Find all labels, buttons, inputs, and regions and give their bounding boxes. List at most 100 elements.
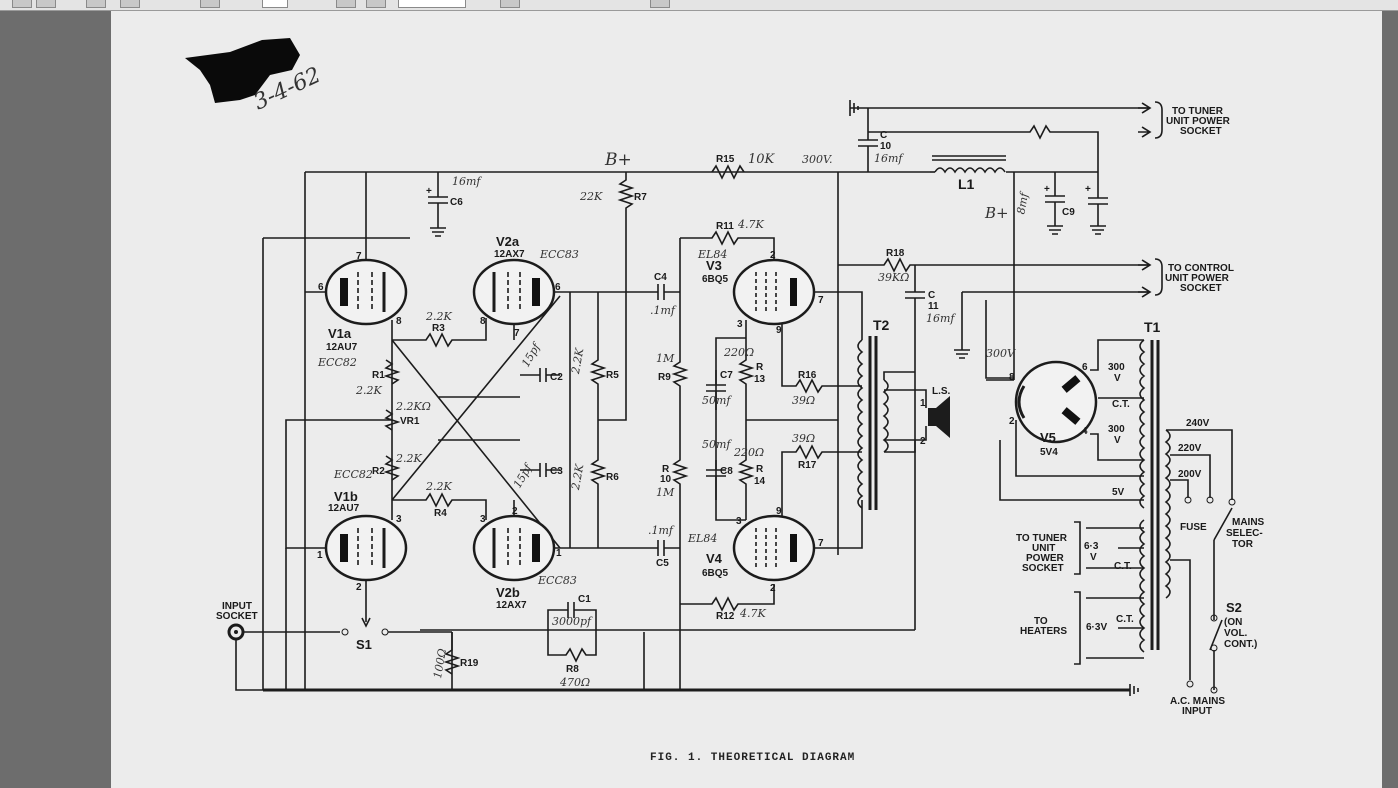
v300top-label: 300 — [1108, 362, 1125, 373]
pin-number: 4 — [1082, 426, 1088, 437]
c2-value: 15pf — [519, 340, 544, 370]
v2b-note: ECC83 — [537, 574, 577, 587]
r7-label: R7 — [634, 192, 647, 203]
v5v-label: 5V — [1112, 487, 1125, 498]
transformer-t1-secondary — [1139, 339, 1146, 653]
c9-plus: + — [1044, 184, 1050, 195]
r9-value: 1M — [656, 352, 675, 365]
r10-label: R — [662, 464, 670, 475]
transformer-t2-primary — [857, 339, 864, 509]
c10-number: 10 — [880, 141, 892, 152]
c8-value: 50mf — [702, 438, 732, 451]
toolbar-button[interactable] — [86, 0, 106, 8]
wire — [884, 389, 927, 441]
s2-note-2: VOL. — [1224, 628, 1248, 639]
toolbar-button[interactable] — [200, 0, 220, 8]
wire — [392, 318, 487, 348]
c5-label: C5 — [656, 558, 669, 569]
bplus2-label: B+ — [984, 204, 1009, 222]
ct2-label: C.T. — [1114, 561, 1132, 572]
s2-contact — [1210, 644, 1218, 652]
v300top-unit: V — [1114, 373, 1121, 384]
toolbar-button[interactable] — [120, 0, 140, 8]
wire — [954, 291, 1150, 359]
mains-input-label-2: INPUT — [1182, 706, 1212, 717]
wire — [849, 100, 1150, 116]
fuse-label: FUSE — [1180, 522, 1207, 533]
v1b-cathode — [340, 534, 348, 562]
mains-input-label: A.C. MAINS — [1170, 696, 1225, 707]
wire — [285, 419, 326, 549]
toolbar-button[interactable] — [36, 0, 56, 8]
pin-number: 2 — [770, 583, 776, 594]
wire — [1154, 101, 1163, 139]
t2-label: T2 — [873, 317, 890, 333]
switch-s1 — [361, 604, 371, 628]
tuner-power-label-2: UNIT POWER — [1166, 116, 1231, 127]
wire — [1086, 527, 1144, 659]
control-power-label-3: SOCKET — [1180, 283, 1222, 294]
r15-label: R15 — [716, 154, 735, 165]
c3-label: C3 — [550, 466, 563, 477]
tuner-power-label-3: SOCKET — [1180, 126, 1222, 137]
v1b-type: 12AU7 — [328, 503, 360, 514]
pin-number: 7 — [356, 251, 362, 262]
r4-label: R4 — [434, 508, 447, 519]
control-power-label: TO CONTROL — [1168, 263, 1234, 274]
r11-label: R11 — [716, 221, 734, 232]
toolbar-button[interactable] — [366, 0, 386, 8]
pin-number: 9 — [776, 325, 782, 336]
page-number-field[interactable] — [262, 0, 288, 8]
wire — [1170, 540, 1215, 690]
c9b-plus: + — [1085, 184, 1091, 195]
wire — [443, 632, 461, 675]
c6-value: 16mf — [452, 175, 482, 188]
right-gutter — [1382, 11, 1398, 788]
c1-value: 3000pf — [552, 615, 593, 628]
v200-label: 200V — [1178, 469, 1202, 480]
wire — [547, 602, 597, 663]
r2-value: 2.2K — [395, 452, 422, 465]
c7-label: C7 — [720, 370, 733, 381]
r13-label: R — [756, 362, 764, 373]
r10-value: 1M — [656, 486, 675, 499]
wire — [1088, 172, 1108, 235]
transformer-t1-core — [1150, 340, 1160, 650]
control-power-label-2: UNIT POWER — [1165, 273, 1230, 284]
inductor-l1 — [932, 155, 1006, 174]
toolbar-button[interactable] — [650, 0, 670, 8]
wire — [1154, 258, 1163, 296]
wire — [711, 164, 745, 180]
r4-value: 2.2K — [425, 480, 452, 493]
wire — [671, 238, 689, 604]
c8-label: C8 — [720, 466, 733, 477]
v3-plate — [790, 278, 797, 306]
c3-value: 15pf — [511, 461, 536, 491]
c6-plus: + — [426, 186, 432, 197]
v4-plate — [790, 534, 797, 562]
v1a-cathode — [340, 278, 348, 306]
toolbar-button[interactable] — [500, 0, 520, 8]
toolbar-button[interactable] — [336, 0, 356, 8]
s2-note-3: CONT.) — [1224, 639, 1257, 650]
wire — [520, 368, 560, 382]
wire — [706, 460, 726, 500]
wire — [715, 320, 838, 521]
v63a-unit: V — [1090, 552, 1097, 563]
toolbar-button[interactable] — [12, 0, 32, 8]
r1-value: 2.2K — [355, 384, 382, 397]
ls-label: L.S. — [932, 386, 951, 397]
s2-label: S2 — [1226, 600, 1242, 615]
zoom-field[interactable] — [398, 0, 466, 8]
r9-label: R9 — [658, 372, 671, 383]
pin-number: 8 — [480, 316, 486, 327]
c9-value: 8mf — [1014, 190, 1031, 215]
switch-s2 — [1209, 619, 1223, 651]
pin-number: 7 — [818, 538, 824, 549]
mains-selector-label-2: SELEC- — [1226, 528, 1263, 539]
v4-label: V4 — [706, 551, 723, 566]
wire — [781, 444, 862, 516]
tube-v2a — [472, 258, 556, 326]
v1a-type: 12AU7 — [326, 342, 358, 353]
wire — [858, 108, 878, 172]
